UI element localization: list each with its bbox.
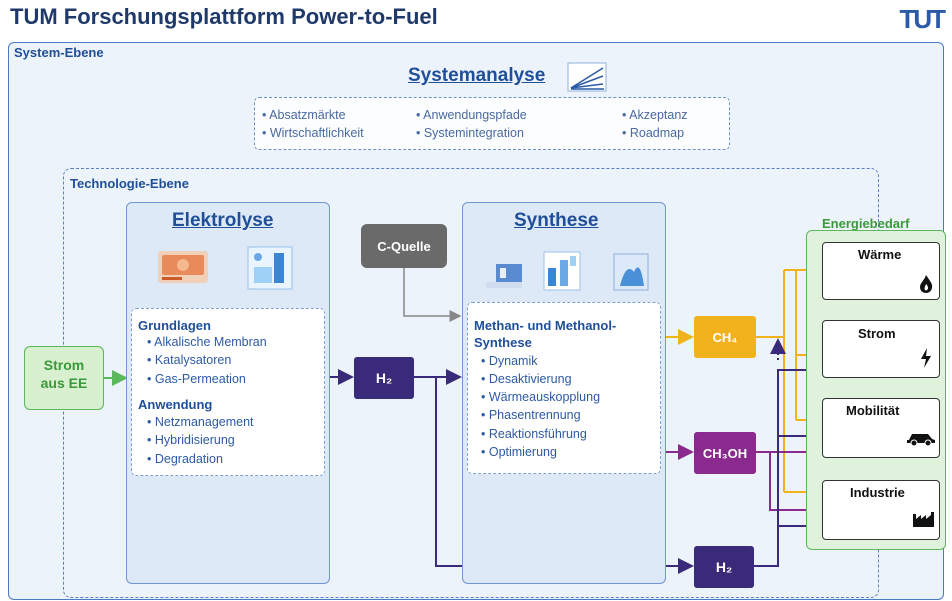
systemanalyse-item: • Systemintegration [416, 126, 524, 140]
synthese-title: Synthese [514, 210, 599, 231]
factory-icon [913, 512, 934, 527]
systemanalyse-item: • Absatzmärkte [262, 108, 346, 122]
systemanalyse-item: • Wirtschaftlichkeit [262, 126, 364, 140]
elektrolyse-title: Elektrolyse [172, 210, 274, 231]
demand-mobilitaet [822, 398, 940, 458]
systemanalyse-item: • Akzeptanz [622, 108, 688, 122]
ch3oh-box: CH₃OH [694, 432, 756, 474]
technology-level-label: Technologie-Ebene [70, 176, 189, 191]
synthese-item: • Phasentrennung [481, 408, 581, 422]
demand-industrie-label: Industrie [850, 485, 905, 500]
anwendung-heading: Anwendung [138, 397, 213, 412]
demand-industrie [822, 480, 940, 540]
electrolysis-cell-icon [158, 251, 208, 283]
synthese-item: • Optimierung [481, 445, 557, 459]
synthese-item: • Desaktivierung [481, 372, 572, 386]
catalyst-icon [486, 264, 522, 288]
demand-waerme-label: Wärme [858, 247, 902, 262]
energiebedarf-title: Energiebedarf [822, 216, 910, 231]
lightning-icon [921, 348, 931, 368]
c-quelle-box: C-Quelle [361, 224, 447, 268]
synthese-heading-line2: Synthese [474, 335, 532, 350]
grundlagen-item: • Katalysatoren [147, 353, 232, 367]
systemanalyse-item: • Roadmap [622, 126, 685, 140]
synthese-item: • Wärmeauskopplung [481, 390, 601, 404]
h2-main-box: H₂ [354, 357, 414, 399]
demand-strom-label: Strom [858, 326, 896, 341]
demand-waerme [822, 242, 940, 300]
synthese-item: • Dynamik [481, 354, 538, 368]
grundlagen-item: • Alkalische Membran [147, 335, 267, 349]
anwendung-item: • Degradation [147, 452, 223, 466]
flame-plot-icon [613, 253, 649, 291]
systemanalyse-title: Systemanalyse [408, 65, 546, 86]
grundlagen-item: • Gas-Permeation [147, 372, 246, 386]
systemanalyse-box [254, 97, 730, 150]
chart-lines-icon [567, 62, 607, 92]
grundlagen-heading: Grundlagen [138, 318, 211, 333]
synthese-heading-line1: Methan- und Methanol- [474, 318, 617, 333]
page-title: TUM Forschungsplattform Power-to-Fuel [10, 4, 438, 29]
demand-strom [822, 320, 940, 378]
ch4-box: CH₄ [694, 316, 756, 358]
strom-input-box [24, 346, 104, 410]
reactor-chart-icon [543, 251, 581, 291]
demand-mobilitaet-label: Mobilität [846, 403, 900, 418]
synthese-item: • Reaktionsführung [481, 427, 587, 441]
car-icon [907, 434, 935, 446]
electrolyser-plant-icon [247, 246, 293, 290]
anwendung-item: • Netzmanagement [147, 415, 254, 429]
tum-logo: TUT [899, 4, 946, 34]
strom-input-line1: Strom [43, 357, 85, 373]
system-level-label: System-Ebene [14, 45, 104, 60]
flame-icon [920, 275, 933, 293]
anwendung-item: • Hybridisierung [147, 433, 235, 447]
elektrolyse-topics-box [131, 308, 325, 476]
synthese-topics-box [467, 302, 661, 474]
systemanalyse-item: • Anwendungspfade [416, 108, 527, 122]
strom-input-line2: aus EE [40, 375, 88, 391]
h2-bottom-box: H₂ [694, 546, 754, 588]
